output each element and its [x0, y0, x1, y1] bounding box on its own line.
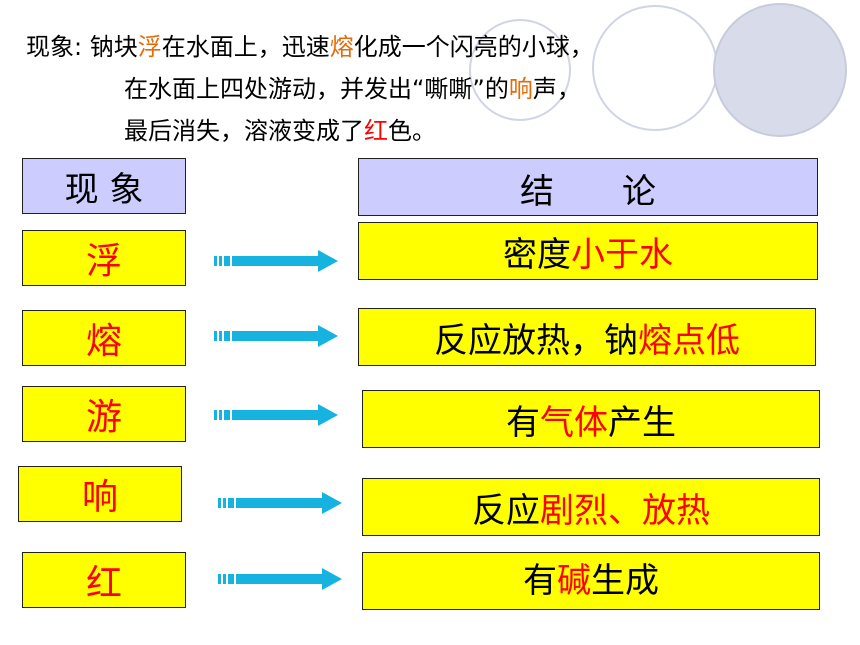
conclusion-box-violent: 反应剧烈、放热 [362, 478, 820, 536]
phenomenon-box-red: 红 [22, 552, 186, 608]
arrow-1-icon [214, 250, 338, 272]
keyword-sound: 响 [508, 75, 533, 103]
description-line-1: 现象: 钠块浮在水面上，迅速熔化成一个闪亮的小球， [26, 33, 594, 61]
description-label: 现象: [26, 33, 83, 61]
conclusion-box-base: 有碱生成 [362, 552, 820, 610]
phenomenon-box-swim: 游 [22, 386, 186, 442]
phenomenon-box-sound: 响 [18, 466, 182, 522]
phenomenon-box-melt: 熔 [22, 310, 186, 366]
conclusion-box-density: 密度小于水 [358, 222, 818, 280]
conclusion-header: 结 论 [358, 158, 818, 216]
description-line-3: 最后消失，溶液变成了红色。 [124, 117, 436, 145]
arrow-3-icon [214, 404, 338, 426]
keyword-red: 红 [364, 117, 388, 145]
description-line-2: 在水面上四处游动，并发出“嘶嘶”的响声， [124, 75, 581, 103]
phenomenon-description: 现象: 钠块浮在水面上，迅速熔化成一个闪亮的小球， 在水面上四处游动，并发出“嘶… [26, 26, 846, 152]
phenomenon-header: 现 象 [22, 158, 186, 214]
conclusion-box-gas: 有气体产生 [362, 390, 820, 448]
arrow-2-icon [214, 325, 338, 347]
arrow-5-icon [218, 568, 342, 590]
phenomenon-box-float: 浮 [22, 230, 186, 286]
conclusion-box-heat: 反应放热，钠熔点低 [358, 308, 816, 366]
keyword-melt: 熔 [329, 33, 354, 61]
keyword-float: 浮 [137, 33, 162, 61]
arrow-4-icon [218, 492, 342, 514]
